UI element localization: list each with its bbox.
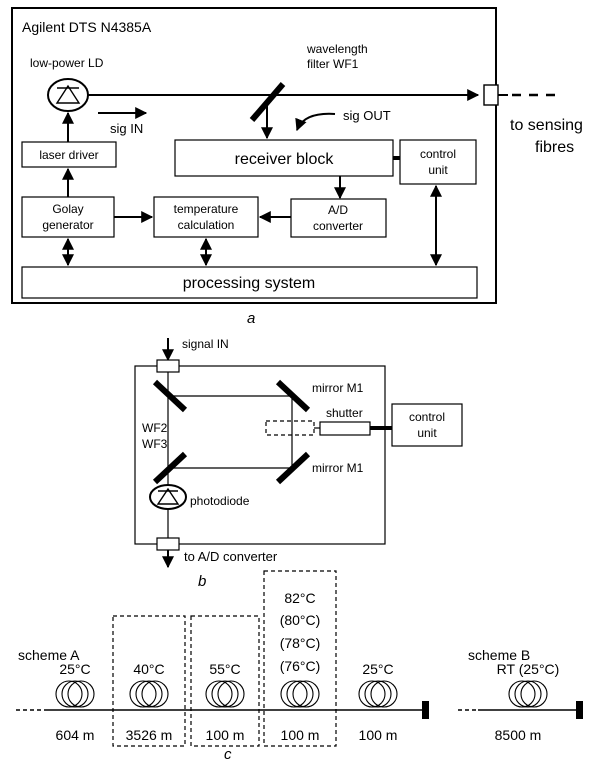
coil-icon <box>358 680 398 708</box>
mirror-bottom-label: mirror M1 <box>312 461 364 475</box>
sig-in-label: sig IN <box>110 121 143 136</box>
coil-icon <box>129 680 169 708</box>
control-unit-box <box>399 139 477 185</box>
mirror-top-label: mirror M1 <box>312 381 364 395</box>
to-sensing-line1: to sensing <box>510 117 583 134</box>
processing-system-box <box>21 266 478 299</box>
wf1-label-line2: filter WF1 <box>307 57 359 71</box>
scheme-b-label: scheme B <box>468 647 530 663</box>
panel-b: signal IN WF2 mirror M1 shutter control … <box>134 337 463 590</box>
output-connector <box>483 84 499 106</box>
control-unit-b-box <box>391 403 463 447</box>
signal-in-label: signal IN <box>182 337 229 351</box>
coil-icon <box>508 680 548 708</box>
temp-25c-last: 25°C <box>362 661 393 677</box>
temp-78c: (78°C) <box>280 635 321 651</box>
length-604m: 604 m <box>56 727 95 743</box>
to-sensing-line2: fibres <box>535 139 574 156</box>
caption-c: c <box>224 746 232 762</box>
zone-82c-box <box>263 570 337 747</box>
temp-82c: 82°C <box>284 590 315 606</box>
zone-55c-box <box>190 615 260 747</box>
wf3-label: WF3 <box>142 437 168 451</box>
receiver-block-frame <box>134 365 386 545</box>
adc-line1: A/D <box>328 203 348 217</box>
shutter-dashed-box <box>265 420 315 436</box>
control-unit-line2: unit <box>428 163 448 177</box>
temp-calc-box <box>153 196 259 238</box>
wf1-label-line1: wavelength <box>306 42 368 56</box>
length-100m-3: 100 m <box>359 727 398 743</box>
processing-system-label: processing system <box>183 275 316 292</box>
laser-label: low-power LD <box>30 56 104 70</box>
length-100m-2: 100 m <box>281 727 320 743</box>
length-3526m: 3526 m <box>126 727 173 743</box>
panel-c: scheme A scheme B <box>16 570 583 762</box>
temp-55c: 55°C <box>209 661 240 677</box>
control-unit-b-line2: unit <box>417 426 437 440</box>
sig-out-arrow <box>295 112 336 132</box>
coil-icon <box>205 680 245 708</box>
scheme-a-label: scheme A <box>18 647 80 663</box>
sig-out-label: sig OUT <box>343 108 391 123</box>
temp-76c: (76°C) <box>280 658 321 674</box>
control-unit-line1: control <box>420 147 456 161</box>
fibre-a-end <box>422 701 429 719</box>
receiver-block-label: receiver block <box>235 151 335 168</box>
laser-driver-label: laser driver <box>39 148 98 162</box>
mirror-top <box>275 379 311 413</box>
shutter-label: shutter <box>326 406 363 420</box>
wf3-filter <box>152 451 188 485</box>
temp-calc-line2: calculation <box>178 218 235 232</box>
photodiode-label: photodiode <box>190 494 250 508</box>
agilent-title: Agilent DTS N4385A <box>22 19 152 35</box>
temp-calc-line1: temperature <box>174 202 239 216</box>
coil-icon <box>280 680 320 708</box>
receiver-block-box <box>174 139 394 177</box>
adc-line2: converter <box>313 219 363 233</box>
shutter-box <box>319 421 371 436</box>
temp-40c: 40°C <box>133 661 164 677</box>
temp-25c-first: 25°C <box>59 661 90 677</box>
golay-line1: Golay <box>52 202 83 216</box>
laser-driver-box <box>21 141 117 168</box>
fibre-b-end <box>576 701 583 719</box>
to-adc-label: to A/D converter <box>184 549 278 564</box>
caption-b: b <box>198 573 206 590</box>
mirror-bottom <box>275 451 311 485</box>
zone-40c-box <box>112 615 186 747</box>
temp-rt: RT (25°C) <box>497 661 560 677</box>
control-unit-b-line1: control <box>409 410 445 424</box>
golay-line2: generator <box>42 218 93 232</box>
caption-a: a <box>247 310 255 327</box>
coil-icon <box>55 680 95 708</box>
adc-box <box>290 198 387 238</box>
temp-80c: (80°C) <box>280 612 321 628</box>
wf2-label: WF2 <box>142 421 168 435</box>
laser-diode-icon <box>47 78 89 112</box>
length-100m-1: 100 m <box>206 727 245 743</box>
agilent-dts-frame <box>11 7 497 304</box>
photodiode-icon <box>149 484 187 510</box>
panel-a: Agilent DTS N4385A low-power LD to sensi… <box>11 7 583 327</box>
output-connector-b <box>156 537 180 551</box>
input-connector <box>156 359 180 373</box>
length-8500m: 8500 m <box>495 727 542 743</box>
